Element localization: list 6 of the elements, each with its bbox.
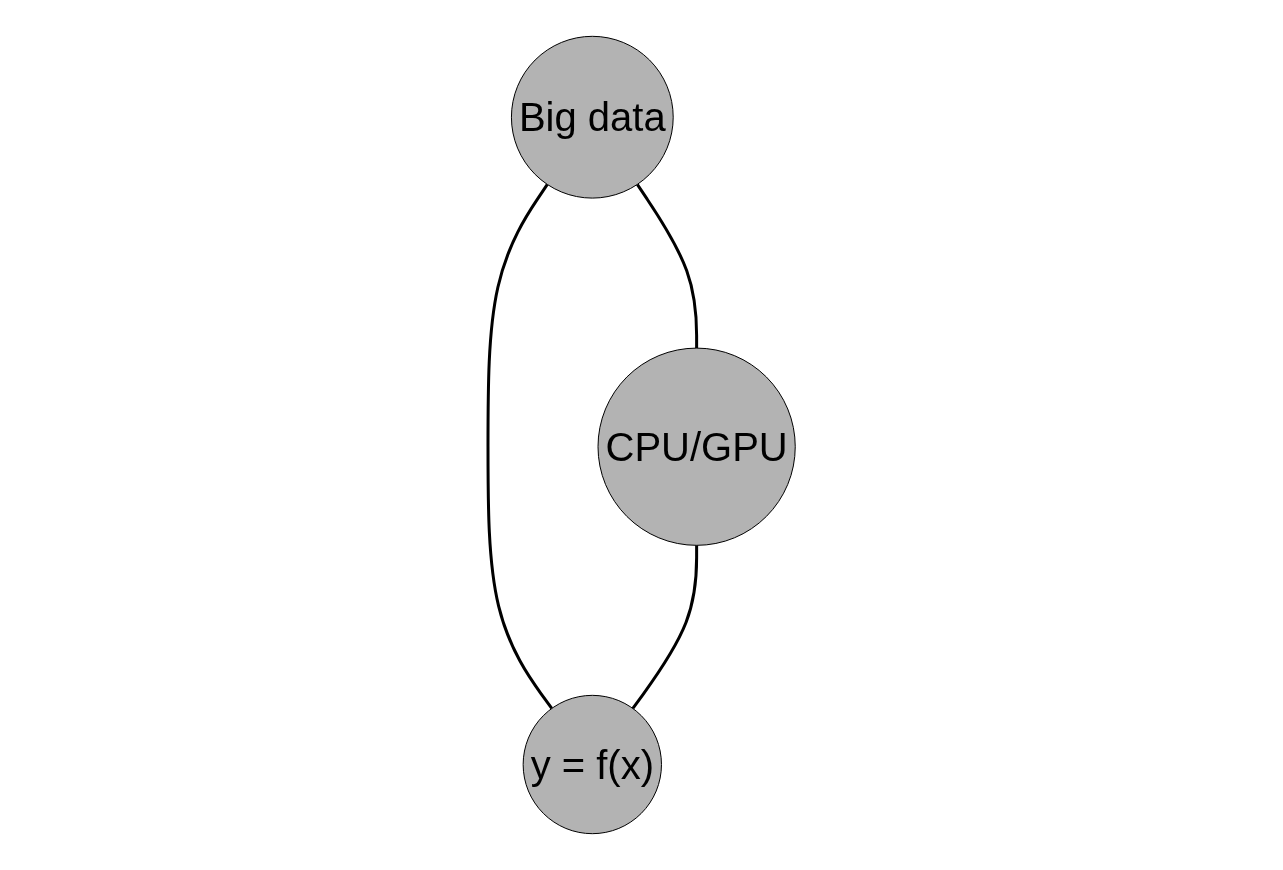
node-circle: Big data: [510, 35, 674, 199]
connector: [635, 183, 698, 349]
node-circle: CPU/GPU: [597, 347, 796, 546]
connector: [486, 183, 553, 710]
node-circle: y = f(x): [522, 694, 662, 835]
connector: [631, 545, 698, 710]
